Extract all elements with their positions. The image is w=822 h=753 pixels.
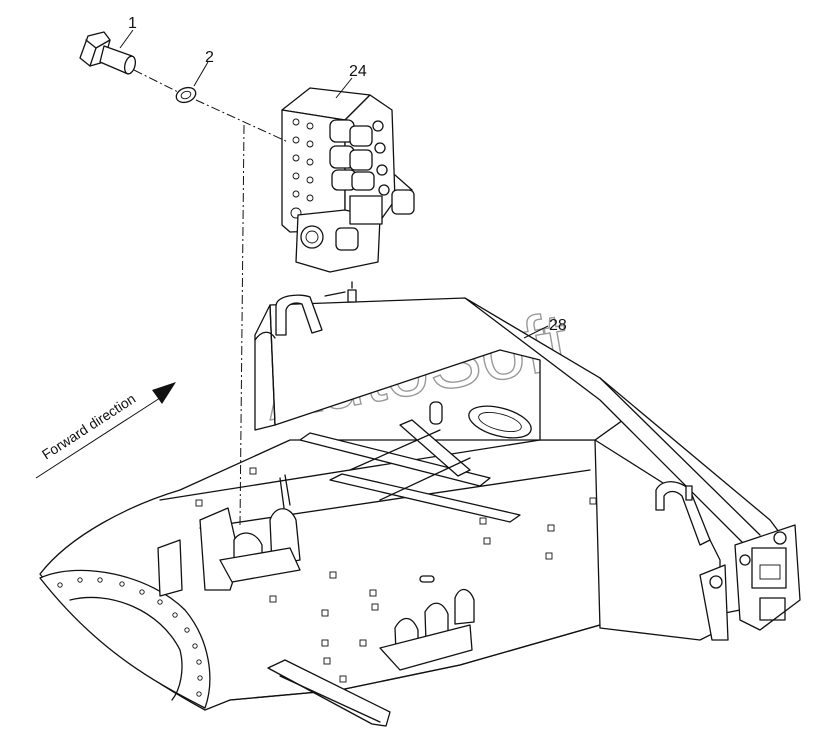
forward-direction-label: Forward direction xyxy=(39,390,138,462)
callout-1: 1 xyxy=(128,15,137,32)
hex-bolt xyxy=(79,31,137,75)
front-brackets xyxy=(379,588,475,671)
rear-frame xyxy=(39,281,801,727)
direction-arrow-icon xyxy=(152,382,176,404)
leader-lines xyxy=(119,29,549,339)
forward-direction-indicator: Forward direction xyxy=(35,382,176,479)
callout-24: 24 xyxy=(349,63,367,80)
solenoid-cartridges xyxy=(329,119,390,196)
control-valve-block xyxy=(281,87,415,273)
disc-bolt-holes xyxy=(57,577,203,697)
callout-2: 2 xyxy=(205,49,214,66)
side-mount-holes xyxy=(195,467,597,683)
assembly-lines xyxy=(133,69,289,526)
callout-28: 28 xyxy=(549,317,567,334)
left-brackets xyxy=(157,474,301,597)
flat-washer xyxy=(175,86,197,104)
